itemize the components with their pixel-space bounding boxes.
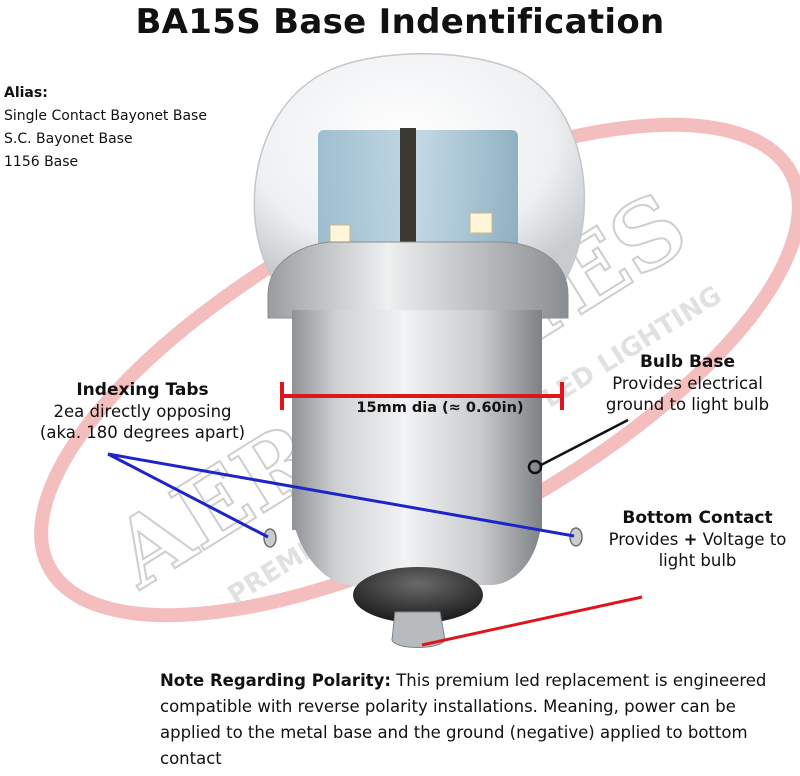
- bottom-contact-title: Bottom Contact: [622, 508, 773, 528]
- alias-item: Single Contact Bayonet Base: [4, 108, 207, 124]
- bottom-contact-line1-pre: Provides: [608, 530, 684, 549]
- led-board: [318, 130, 518, 260]
- bulb-base-line2: ground to light bulb: [605, 395, 770, 414]
- metal-base-shell: [292, 310, 542, 530]
- indexing-tabs-line2: (aka. 180 degrees apart): [39, 423, 246, 442]
- polarity-note-text: This premium led replacement is engineer…: [160, 671, 767, 768]
- base-collar: [267, 241, 569, 319]
- bottom-contact-label: Bottom Contact Provides + Voltage to lig…: [590, 508, 800, 571]
- bottom-contact-line2: light bulb: [658, 551, 737, 570]
- bottom-contact-line1: Provides + Voltage to: [590, 529, 800, 550]
- alias-item: S.C. Bayonet Base: [4, 131, 133, 147]
- led-divider: [400, 128, 416, 263]
- bottom-contact-line1-post: Voltage to: [697, 530, 787, 549]
- plus-sign: +: [683, 530, 698, 549]
- indexing-tabs-callout-right: [107, 452, 575, 538]
- polarity-note: Note Regarding Polarity: This premium le…: [160, 668, 780, 772]
- alias-heading: Alias:: [4, 85, 48, 101]
- indexing-tab-left: [263, 528, 277, 548]
- base-bottom-curve: [292, 515, 542, 585]
- bulb-base-callout-dot: [527, 459, 543, 475]
- bulb-base-label: Bulb Base Provides electrical ground to …: [575, 352, 800, 415]
- bulb-base-title: Bulb Base: [639, 352, 736, 372]
- page-title: BA15S Base Indentification: [135, 2, 665, 42]
- bottom-contact-callout-line: [421, 595, 643, 647]
- polarity-note-heading: Note Regarding Polarity:: [160, 671, 391, 690]
- dimension-marker: [280, 382, 564, 410]
- indexing-tab-right: [569, 527, 583, 547]
- insulator: [353, 567, 483, 623]
- indexing-tabs-title: Indexing Tabs: [76, 380, 209, 400]
- led-chip-right: [469, 212, 493, 234]
- indexing-tabs-line1: 2ea directly opposing: [53, 402, 232, 421]
- indexing-tabs-label: Indexing Tabs 2ea directly opposing (aka…: [0, 380, 285, 443]
- indexing-tabs-callout-left: [107, 452, 269, 539]
- bulb-base-callout-line: [540, 418, 629, 467]
- alias-item: 1156 Base: [4, 154, 79, 170]
- alias-block: Alias: Single Contact Bayonet Base S.C. …: [4, 82, 207, 174]
- dimension-label: 15mm dia (≈ 0.60in): [356, 400, 524, 416]
- bulb-base-line1: Provides electrical: [612, 374, 763, 393]
